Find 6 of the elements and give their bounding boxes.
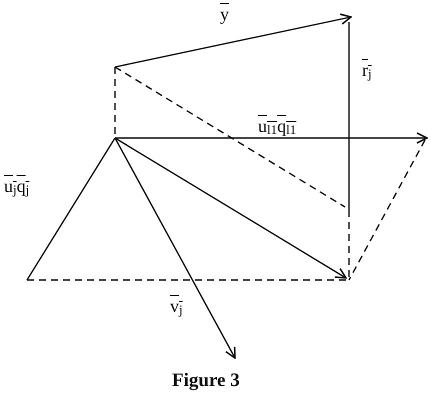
figure-caption: Figure 3	[172, 370, 240, 392]
vector-label: v$_{j}$	[170, 296, 183, 319]
vector-label: u$_{l1}$q$_{l1}$	[258, 116, 296, 139]
vector-label: y	[220, 4, 229, 24]
vector-label: u$_{j}$q$_{j}$	[4, 176, 30, 199]
vector-label: r$_{j}$	[362, 60, 372, 83]
